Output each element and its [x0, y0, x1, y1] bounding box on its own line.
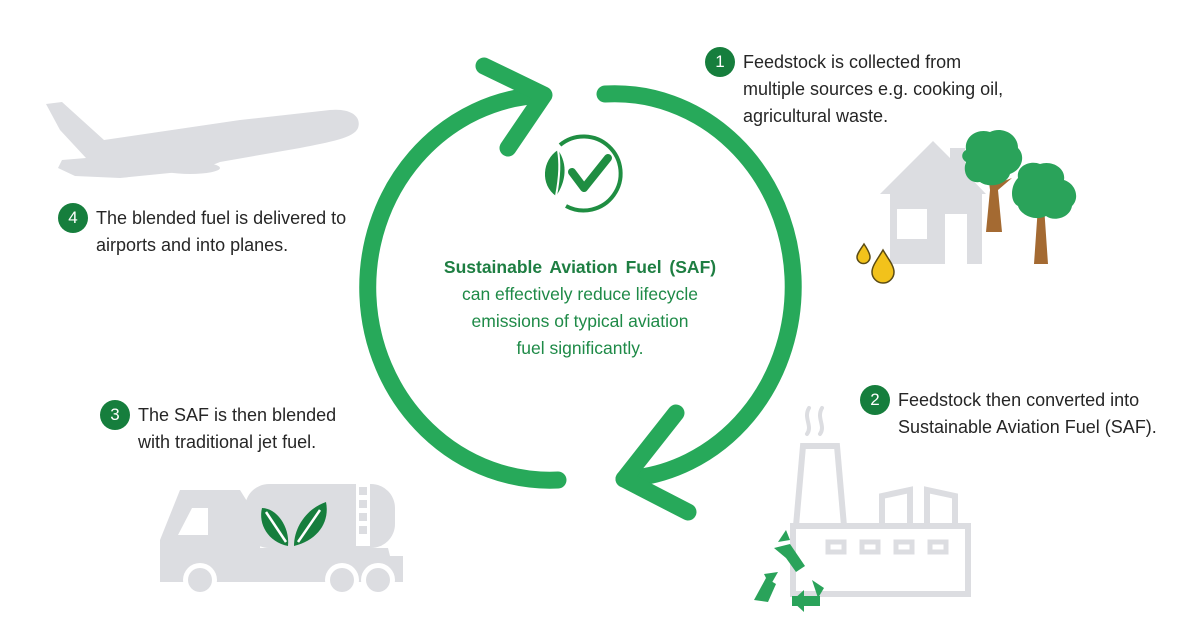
step-1: 1 Feedstock is collected from multiple s… — [705, 47, 1004, 130]
center-summary-line: emissions of typical aviation — [471, 311, 689, 331]
step-2: 2 Feedstock then converted into Sustaina… — [860, 385, 1157, 441]
step-3: 3 The SAF is then blended with tradition… — [100, 400, 337, 456]
cycle-arrow-left — [359, 57, 567, 489]
step-description: Feedstock is collected from multiple sou… — [743, 52, 1004, 126]
step-number-badge: 4 — [58, 203, 88, 233]
step-description: The SAF is then blended with traditional… — [138, 405, 337, 452]
step-number-badge: 1 — [705, 47, 735, 77]
step-number-badge: 2 — [860, 385, 890, 415]
airplane-icon — [46, 102, 359, 178]
cycle-arrow-right — [596, 85, 802, 521]
step-description: The blended fuel is delivered to airport… — [96, 208, 347, 255]
step-description: Feedstock then converted into Sustainabl… — [898, 390, 1157, 437]
leaf-check-icon — [544, 134, 623, 213]
step-number-badge: 3 — [100, 400, 130, 430]
house-trees-oil-icon — [856, 129, 1077, 284]
tanker-truck-leaf-icon — [160, 484, 403, 597]
center-title: Sustainable Aviation Fuel (SAF) — [443, 257, 717, 277]
center-summary: Sustainable Aviation Fuel (SAF) can effe… — [430, 254, 730, 362]
factory-recycle-icon — [754, 406, 971, 612]
center-summary-line: fuel significantly. — [516, 338, 644, 358]
step-4: 4 The blended fuel is delivered to airpo… — [58, 203, 347, 259]
center-summary-line: can effectively reduce lifecycle — [461, 284, 699, 304]
